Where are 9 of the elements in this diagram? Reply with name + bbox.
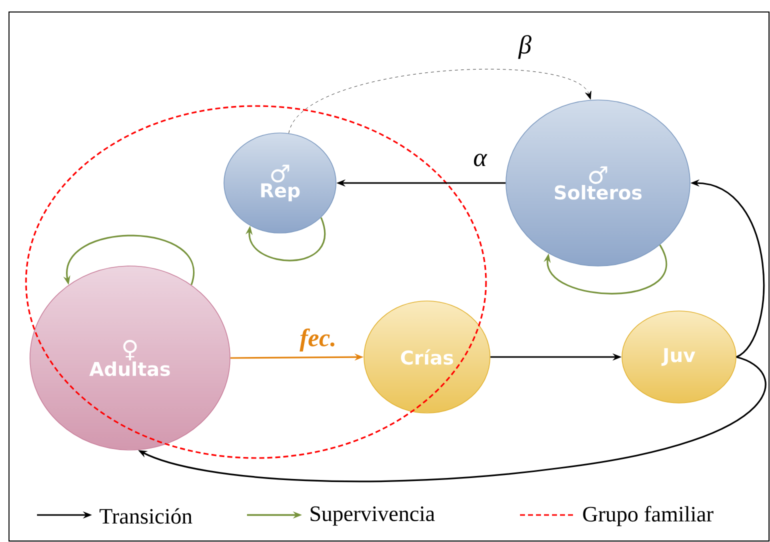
edge-label: fec. [298,328,338,352]
legend-text: Supervivencia [310,506,435,526]
legend-text: Transición [100,508,192,524]
edge-label: α [472,152,488,168]
arrow [544,244,667,294]
arrow [288,69,592,134]
edge-label: β [518,34,532,60]
legend-text: Grupo familiar [583,506,714,526]
arrow [245,217,326,262]
